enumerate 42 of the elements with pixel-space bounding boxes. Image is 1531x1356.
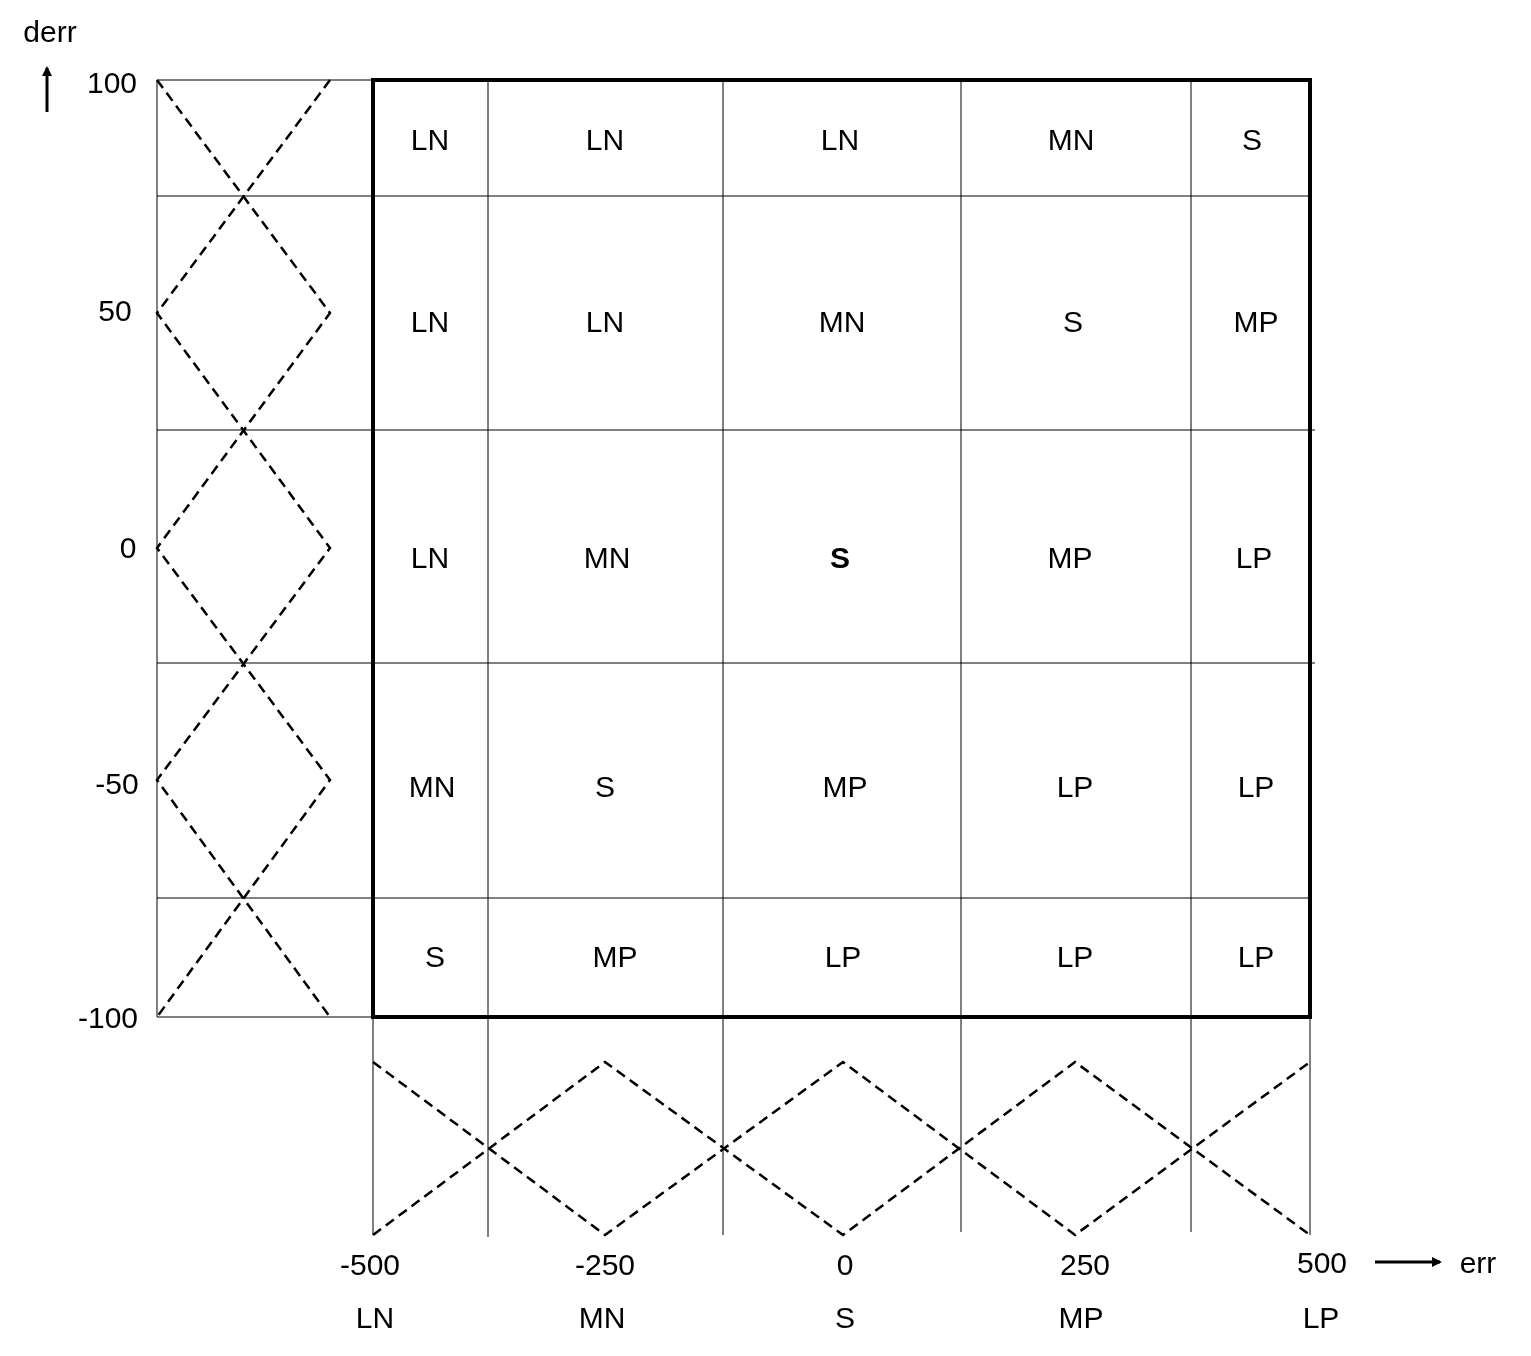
- tick-label: 0: [119, 533, 137, 563]
- rule-output: S: [830, 543, 850, 573]
- set-label: S: [835, 1303, 855, 1333]
- rule-output: MN: [1047, 125, 1095, 155]
- rule-output: LP: [1237, 942, 1275, 972]
- rule-output: S: [425, 942, 445, 972]
- rule-output: MN: [583, 543, 631, 573]
- tick-label: 500: [1296, 1248, 1348, 1278]
- rule-output: LP: [824, 942, 862, 972]
- tick-label: -100: [78, 1003, 138, 1033]
- rule-output: LP: [1235, 543, 1273, 573]
- rule-output: LP: [1056, 772, 1094, 802]
- rule-output: LP: [1056, 942, 1094, 972]
- rule-output: LP: [1237, 772, 1275, 802]
- rule-output: LN: [820, 125, 860, 155]
- rule-output: MP: [822, 772, 868, 802]
- rule-output: MP: [1233, 307, 1279, 337]
- rule-output: MN: [408, 772, 456, 802]
- rule-output: S: [595, 772, 615, 802]
- tick-label: 250: [1059, 1250, 1111, 1280]
- rule-output: MP: [592, 942, 638, 972]
- tick-label: 50: [98, 296, 132, 326]
- axis-title: err: [1459, 1248, 1497, 1278]
- rule-output: S: [1242, 125, 1262, 155]
- rule-output: MN: [818, 307, 866, 337]
- set-label: LN: [355, 1303, 395, 1333]
- rule-output: LN: [585, 307, 625, 337]
- rule-output: LN: [585, 125, 625, 155]
- tick-label: -250: [575, 1250, 635, 1280]
- tick-label: 0: [836, 1250, 854, 1280]
- tick-label: 100: [86, 68, 138, 98]
- axis-title: derr: [23, 17, 77, 47]
- set-label: LP: [1302, 1303, 1340, 1333]
- rule-output: S: [1063, 307, 1083, 337]
- rule-output: LN: [410, 543, 450, 573]
- set-label: MP: [1058, 1303, 1104, 1333]
- rule-output: LN: [410, 307, 450, 337]
- tick-label: -50: [95, 769, 139, 799]
- tick-label: -500: [340, 1250, 400, 1280]
- set-label: MN: [578, 1303, 626, 1333]
- rule-output: LN: [410, 125, 450, 155]
- rule-output: MP: [1047, 543, 1093, 573]
